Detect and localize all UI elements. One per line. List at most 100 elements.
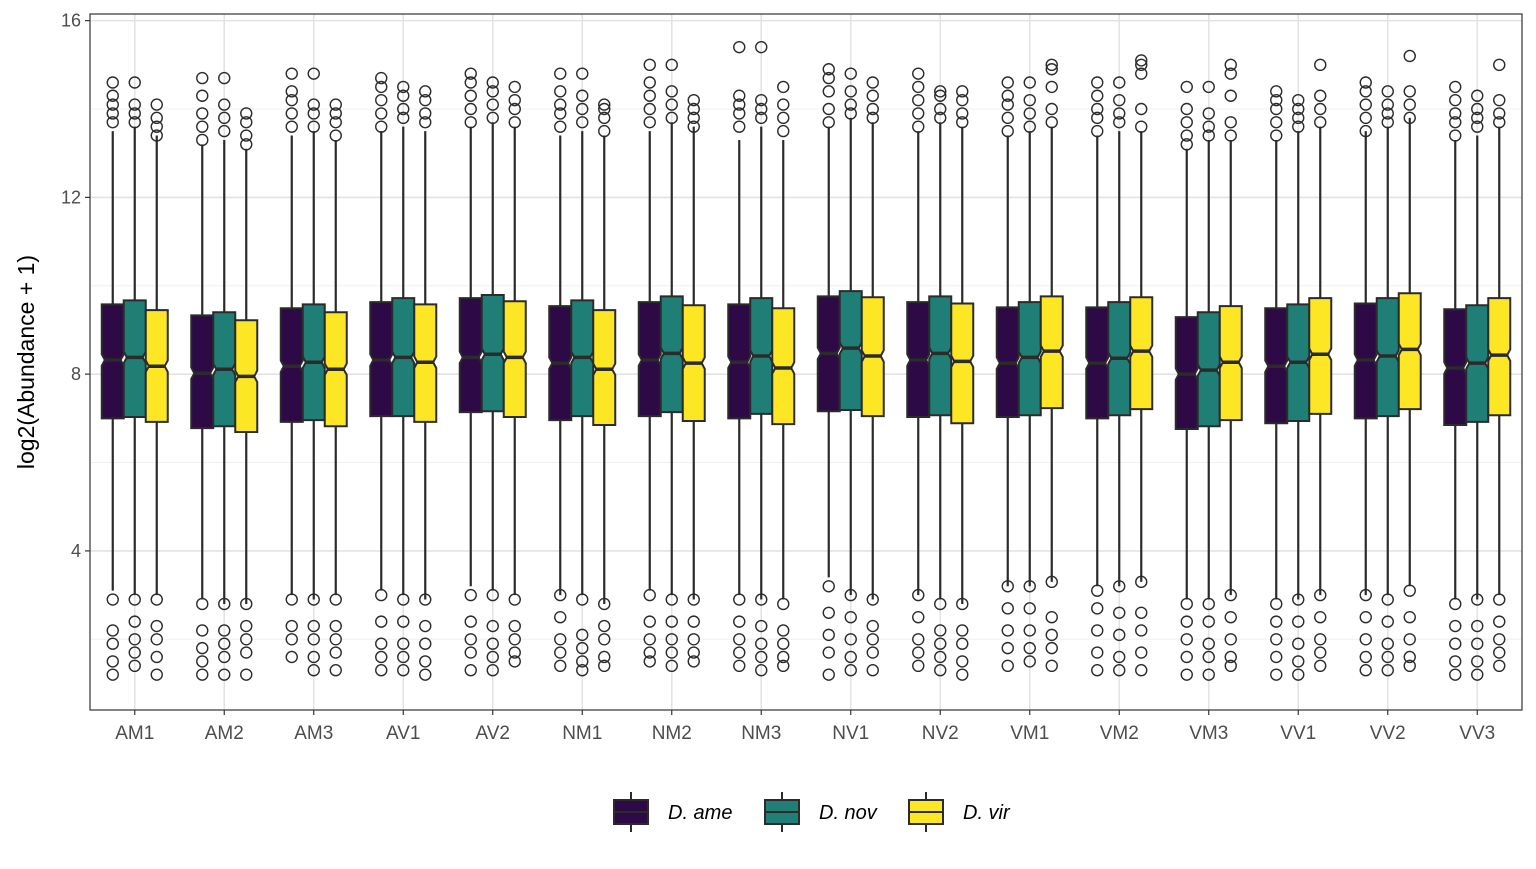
outlier-point: [844, 611, 857, 624]
outlier-point: [844, 650, 857, 664]
outlier-point: [1449, 668, 1462, 681]
outlier-point: [576, 641, 589, 655]
outlier-point: [329, 593, 342, 606]
outlier-point: [1180, 597, 1193, 611]
outlier-point: [1135, 120, 1148, 133]
outlier-point: [285, 593, 298, 606]
box-AV2-3: [502, 80, 527, 668]
outlier-point: [1359, 124, 1372, 138]
outlier-point: [1403, 650, 1416, 664]
outlier-point: [128, 615, 141, 628]
outlier-point: [576, 67, 589, 80]
outlier-point: [1359, 111, 1372, 125]
outlier-point: [128, 659, 141, 673]
outlier-point: [106, 116, 119, 129]
outlier-point: [576, 89, 589, 102]
box-NV1-1: [816, 63, 841, 681]
outlier-point: [106, 637, 119, 650]
outlier-point: [733, 659, 746, 673]
outlier-point: [1045, 575, 1058, 589]
box-body: [1129, 296, 1154, 411]
outlier-point: [1180, 650, 1193, 664]
outlier-point: [1135, 606, 1148, 619]
y-tick-label: 16: [61, 11, 81, 31]
outlier-point: [1202, 668, 1215, 681]
outlier-point: [419, 637, 432, 650]
outlier-point: [822, 63, 835, 76]
outlier-point: [1113, 76, 1126, 89]
outlier-point: [733, 89, 746, 102]
outlier-point: [464, 588, 477, 602]
box-AV2-1: [458, 67, 483, 677]
outlier-point: [397, 637, 410, 650]
x-tick-label: AM2: [205, 723, 244, 744]
outlier-point: [1314, 116, 1327, 129]
outlier-point: [1270, 93, 1283, 107]
outlier-point: [329, 664, 342, 677]
outlier-point: [486, 650, 499, 664]
outlier-point: [1045, 641, 1058, 655]
outlier-point: [912, 633, 925, 646]
outlier-point: [956, 85, 969, 98]
box-NM1-1: [548, 67, 573, 673]
outlier-point: [1001, 641, 1014, 655]
outlier-point: [1135, 664, 1148, 677]
outlier-point: [486, 76, 499, 89]
x-tick-label: NM2: [652, 723, 692, 744]
outlier-point: [1224, 633, 1237, 646]
outlier-point: [285, 120, 298, 133]
outlier-point: [218, 98, 231, 111]
outlier-point: [1493, 93, 1506, 107]
panel-border: [89, 13, 1523, 711]
outlier-point: [576, 628, 589, 642]
outlier-point: [486, 85, 499, 98]
outlier-point: [777, 624, 790, 637]
outlier-point: [643, 89, 656, 102]
outlier-point: [554, 659, 567, 673]
outlier-point: [643, 588, 656, 602]
outlier-point: [1359, 611, 1372, 624]
legend-label: D. vir: [963, 802, 1011, 824]
outlier-point: [1381, 650, 1394, 664]
outlier-point: [1381, 116, 1394, 129]
outlier-point: [508, 80, 521, 94]
outlier-point: [1001, 624, 1014, 637]
outlier-point: [598, 102, 611, 116]
outlier-point: [844, 633, 857, 646]
legend-label: D. ame: [668, 802, 732, 824]
outlier-point: [240, 138, 253, 151]
outlier-point: [1180, 116, 1193, 129]
outlier-point: [508, 116, 521, 129]
outlier-point: [956, 116, 969, 129]
box-NM1-2: [570, 67, 595, 677]
y-tick-label: 12: [61, 187, 81, 207]
outlier-point: [755, 664, 768, 677]
box-VV1-1: [1264, 85, 1289, 681]
outlier-point: [1113, 93, 1126, 107]
outlier-point: [285, 93, 298, 107]
outlier-point: [1449, 116, 1462, 129]
outlier-point: [1023, 76, 1036, 89]
outlier-point: [1493, 116, 1506, 129]
outlier-point: [1403, 85, 1416, 98]
outlier-point: [419, 668, 432, 681]
outlier-point: [1403, 49, 1416, 63]
box-VV2-2: [1375, 85, 1400, 677]
outlier-point: [486, 619, 499, 633]
outlier-point: [1113, 664, 1126, 677]
outlier-point: [329, 129, 342, 142]
outlier-point: [1381, 98, 1394, 111]
outlier-point: [1493, 646, 1506, 659]
outlier-point: [508, 619, 521, 633]
x-tick-label: NM3: [741, 723, 781, 744]
outlier-point: [1135, 102, 1148, 116]
outlier-point: [397, 89, 410, 102]
outlier-point: [598, 111, 611, 125]
outlier-point: [285, 619, 298, 633]
box-AM1-1: [100, 76, 125, 681]
x-tick-label: VM2: [1100, 723, 1139, 744]
outlier-point: [1292, 102, 1305, 116]
box-VM3-2: [1196, 80, 1221, 681]
box-body: [1397, 292, 1422, 411]
